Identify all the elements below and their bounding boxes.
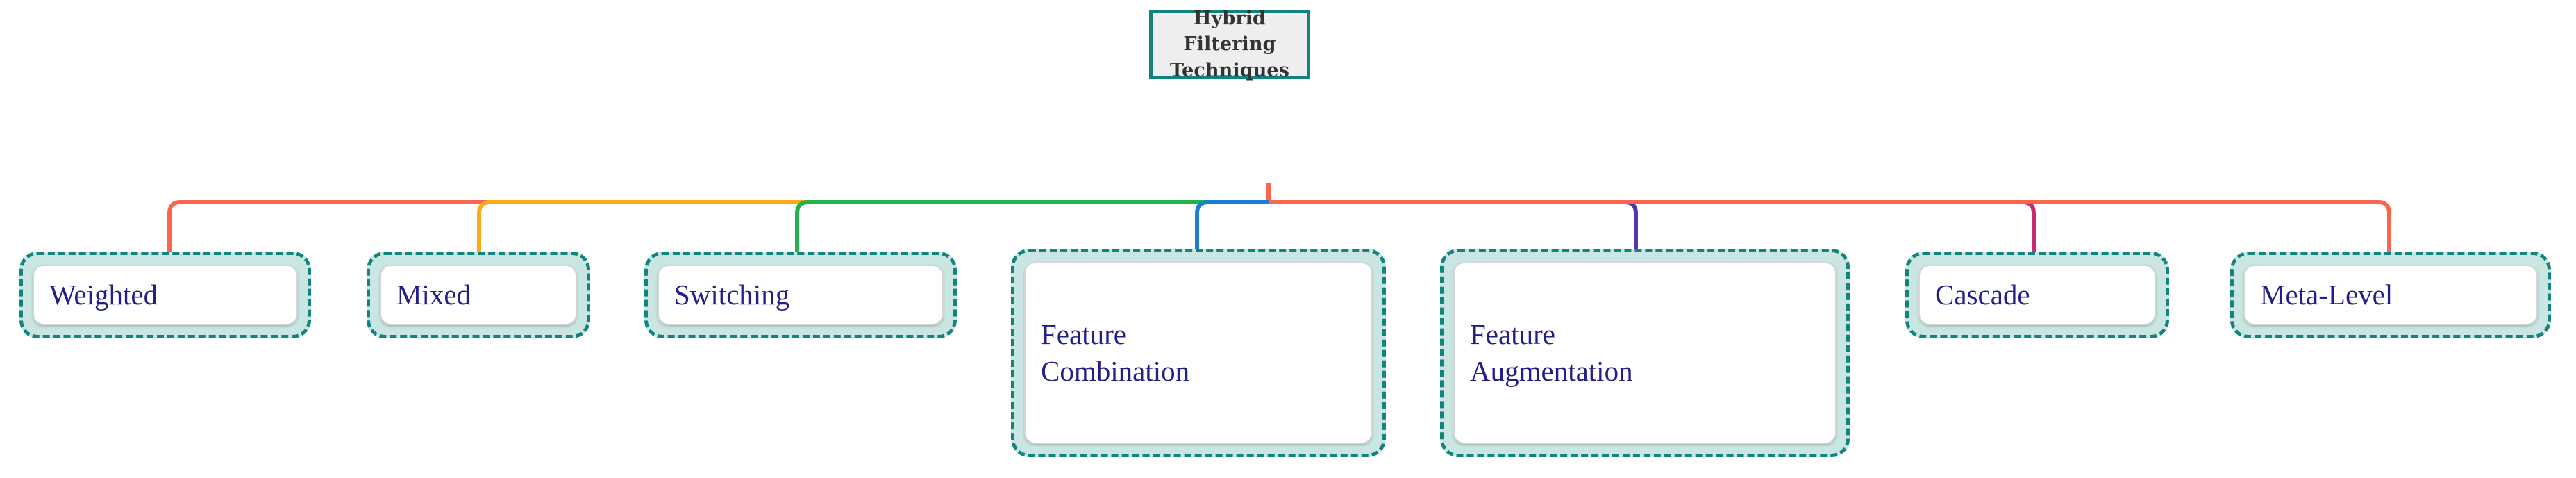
child-node-switching-inner: Switching [658, 265, 944, 325]
child-node-meta-level-inner: Meta-Level [2243, 265, 2538, 325]
child-node-feature-combination-label: Feature Combination [1041, 318, 1190, 387]
child-node-feature-combination-inner: Feature Combination [1024, 262, 1373, 444]
child-node-mixed-label: Mixed [396, 278, 471, 311]
child-node-mixed[interactable]: Mixed [367, 252, 590, 338]
child-node-feature-augmentation-label: Feature Augmentation [1470, 318, 1633, 387]
child-node-mixed-inner: Mixed [380, 265, 577, 325]
child-node-meta-level[interactable]: Meta-Level [2230, 252, 2551, 338]
child-node-weighted-label: Weighted [49, 278, 158, 311]
child-node-weighted-inner: Weighted [33, 265, 298, 325]
child-node-cascade-label: Cascade [1935, 278, 2030, 311]
root-node-hybrid-filtering-techniques[interactable]: Hybrid Filtering Techniques [1149, 8, 1310, 81]
child-node-switching[interactable]: Switching [644, 252, 957, 338]
root-node-label: Hybrid Filtering Techniques [1169, 8, 1290, 81]
child-node-feature-augmentation[interactable]: Feature Augmentation [1440, 249, 1850, 457]
child-node-switching-label: Switching [674, 278, 790, 311]
child-node-cascade-inner: Cascade [1918, 265, 2156, 325]
child-node-meta-level-label: Meta-Level [2260, 278, 2393, 311]
child-node-feature-augmentation-inner: Feature Augmentation [1453, 262, 1837, 444]
child-node-feature-combination[interactable]: Feature Combination [1011, 249, 1386, 457]
child-node-weighted[interactable]: Weighted [19, 252, 311, 338]
child-node-cascade[interactable]: Cascade [1905, 252, 2169, 338]
